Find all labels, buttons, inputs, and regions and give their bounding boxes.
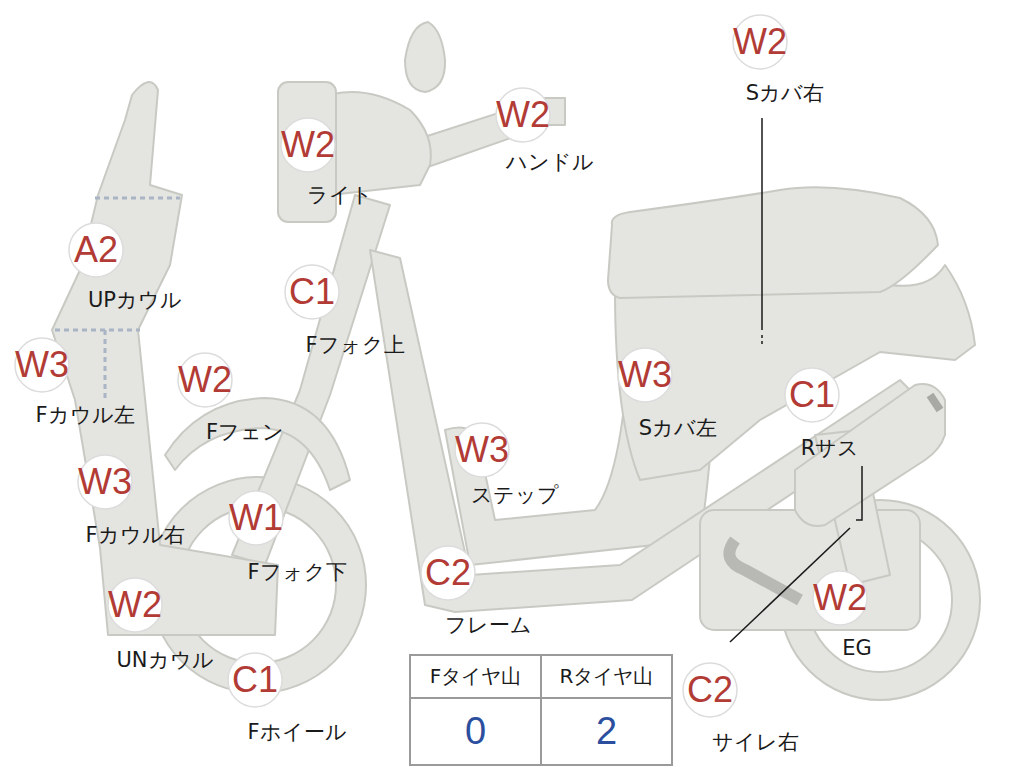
callout-circle: C1Fフォク上 <box>284 264 340 320</box>
part-name: UPカウル <box>88 286 182 314</box>
part-name: ハンドル <box>506 148 594 176</box>
condition-code: W2 <box>280 117 336 173</box>
condition-code: W2 <box>177 352 233 408</box>
callout-circle: W2UNカウル <box>107 577 163 633</box>
condition-code: W2 <box>812 570 868 626</box>
condition-code: W3 <box>617 347 673 403</box>
condition-code: W2 <box>107 577 163 633</box>
windscreen <box>405 22 445 92</box>
part-name: Sカバ右 <box>746 79 824 107</box>
condition-code: C2 <box>420 545 476 601</box>
part-name: Sカバ左 <box>639 414 717 442</box>
condition-code: W2 <box>495 87 551 143</box>
part-name: UNカウル <box>116 646 213 674</box>
condition-code: W3 <box>77 454 133 510</box>
condition-code: C1 <box>284 264 340 320</box>
callout-circle: C1Rサス <box>784 367 840 423</box>
table-frame <box>410 655 672 765</box>
condition-code: W3 <box>454 422 510 478</box>
front-cowl <box>52 82 278 635</box>
condition-code: A2 <box>68 222 124 278</box>
callout-circle: W3Fカウル左 <box>14 337 70 393</box>
part-name: Fフォク下 <box>247 558 346 586</box>
callout-circle: A2UPカウル <box>68 222 124 278</box>
part-name: EG <box>842 636 872 660</box>
part-name: ステップ <box>471 481 559 509</box>
callout-circle: W2ハンドル <box>495 87 551 143</box>
callout-circle: W3ステップ <box>454 422 510 478</box>
callout-circle: C2サイレ右 <box>682 662 738 718</box>
condition-code: C2 <box>682 662 738 718</box>
callout-circle: W2ライト <box>280 117 336 173</box>
muffler-tip <box>930 395 940 410</box>
part-name: Fカウル左 <box>35 401 134 429</box>
condition-code: W2 <box>732 14 788 70</box>
leader-line <box>761 118 763 330</box>
condition-code: W1 <box>228 490 284 546</box>
part-name: Rサス <box>801 434 860 462</box>
part-name: Fフォク上 <box>305 331 404 359</box>
leader-line <box>856 466 862 520</box>
callout-circle: C2フレーム <box>420 545 476 601</box>
seat <box>608 187 938 298</box>
cowl-division <box>104 330 107 400</box>
leader-line <box>761 335 763 345</box>
table-value: 2 <box>541 710 672 753</box>
callout-circle: W3Fカウル右 <box>77 454 133 510</box>
front-fender <box>165 398 350 490</box>
table-header: Rタイヤ山 <box>541 663 672 690</box>
callout-circle: C1Fホイール <box>227 652 283 708</box>
table-line <box>410 697 672 699</box>
part-name: サイレ右 <box>712 728 799 756</box>
callout-circle: W2Fフェン <box>177 352 233 408</box>
table-value: 0 <box>410 710 541 753</box>
exhaust-pipe <box>729 540 800 600</box>
part-name: Fカウル右 <box>85 521 184 549</box>
callout-circle: W2EG <box>812 570 868 626</box>
table-line <box>540 655 542 765</box>
cowl-division <box>95 197 180 200</box>
part-name: Fフェン <box>206 418 284 446</box>
condition-code: C1 <box>227 652 283 708</box>
callout-circle: W2Sカバ右 <box>732 14 788 70</box>
condition-code: C1 <box>784 367 840 423</box>
part-name: Fホイール <box>247 718 346 746</box>
callout-circle: W3Sカバ左 <box>617 347 673 403</box>
part-name: ライト <box>307 181 373 209</box>
cowl-division <box>55 329 140 332</box>
condition-code: W3 <box>14 337 70 393</box>
part-name: フレーム <box>445 611 532 639</box>
table-header: Fタイヤ山 <box>410 663 541 690</box>
callout-circle: W1Fフォク下 <box>228 490 284 546</box>
